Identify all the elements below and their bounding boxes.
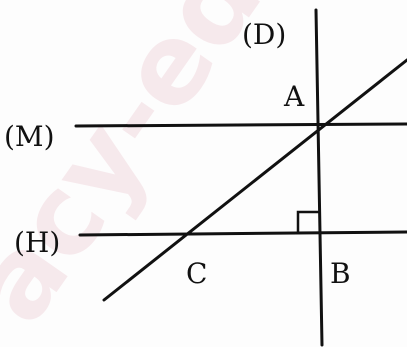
line-diagonal-ca bbox=[102, 58, 407, 302]
line-d bbox=[314, 8, 324, 347]
line-h bbox=[78, 230, 407, 237]
watermark-text: acy-edu bbox=[0, 0, 331, 345]
line-m bbox=[74, 122, 407, 128]
label-point-c: C bbox=[186, 257, 207, 290]
right-angle-marker bbox=[296, 210, 319, 233]
label-point-a: A bbox=[283, 80, 305, 113]
label-line-m: (M) bbox=[4, 120, 55, 153]
label-line-d: (D) bbox=[242, 18, 286, 51]
label-line-h: (H) bbox=[14, 226, 60, 259]
label-point-b: B bbox=[330, 257, 351, 290]
